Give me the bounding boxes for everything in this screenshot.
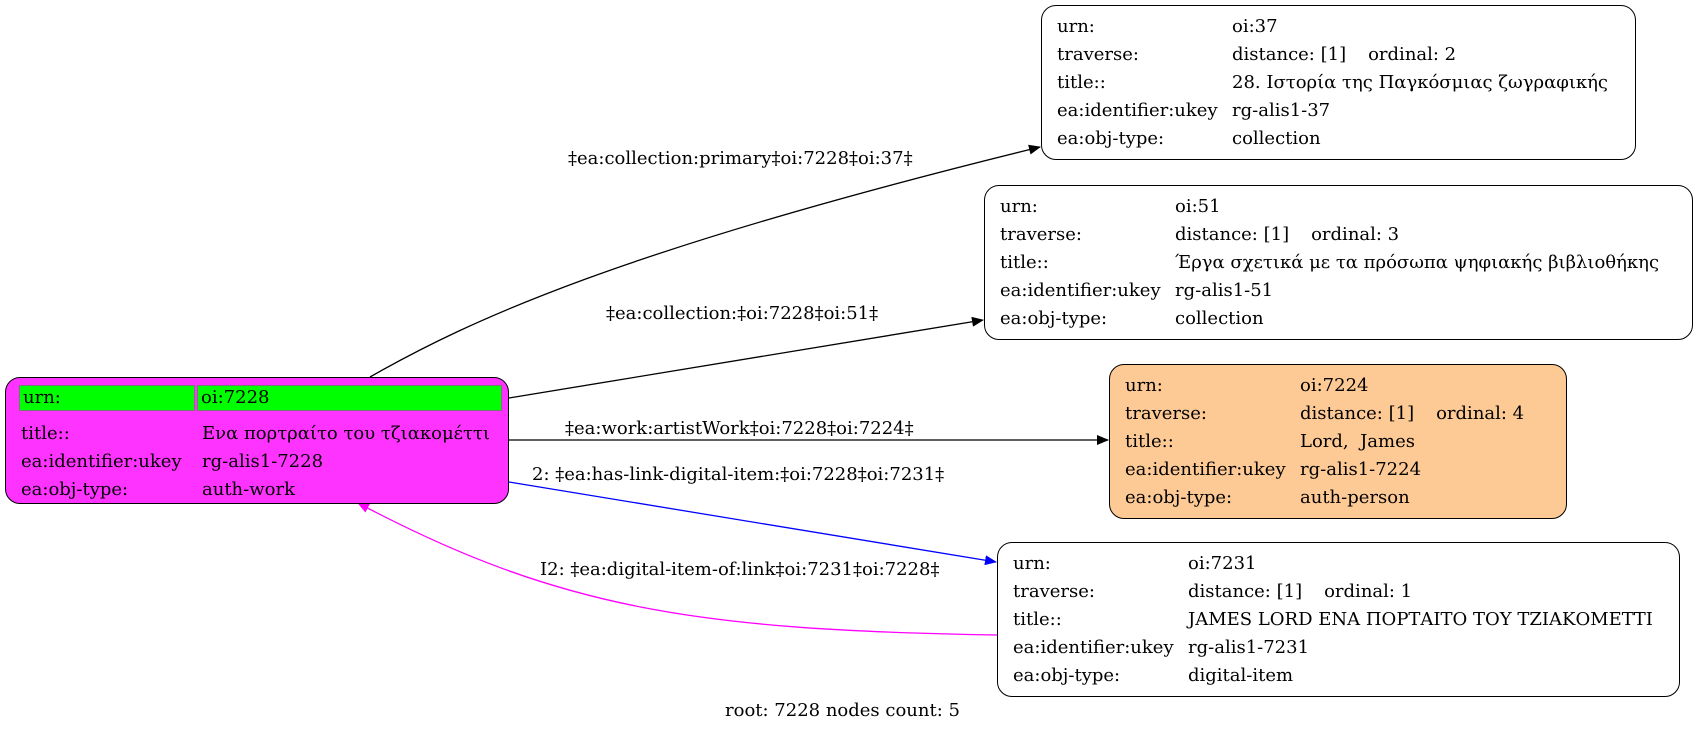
traverse-row: traverse: distance: [1] ordinal: 3 xyxy=(985,221,1692,249)
edge-7231-to-root xyxy=(357,502,998,636)
obj-type-value: auth-person xyxy=(1300,487,1410,508)
root-urn-key: urn: xyxy=(23,387,61,408)
urn-key: urn: xyxy=(1013,553,1051,574)
urn-value: oi:7231 xyxy=(1188,553,1257,574)
urn-row: urn: oi:37 xyxy=(1042,13,1635,41)
root-urn-value-cell: oi:7228 xyxy=(197,385,502,411)
root-obj-type-key: ea:obj-type: xyxy=(21,479,129,500)
traverse-row: traverse: distance: [1] ordinal: 4 xyxy=(1110,400,1566,428)
ukey-key: ea:identifier:ukey xyxy=(1013,637,1174,658)
graph-footer: root: 7228 nodes count: 5 xyxy=(725,700,960,721)
traverse-row: traverse: distance: [1] ordinal: 1 xyxy=(998,578,1679,606)
title-value: 28. Ιστορία της Παγκόσμιας ζωγραφικής xyxy=(1232,72,1609,93)
edge-root-to-37 xyxy=(369,144,1041,378)
node-oi-51[interactable]: urn: oi:51 traverse: distance: [1] ordinal:… xyxy=(984,185,1693,340)
ukey-value: rg-alis1-37 xyxy=(1232,100,1331,121)
traverse-value: distance: [1] ordinal: 2 xyxy=(1232,41,1456,69)
edge-label-collection: ‡ea:collection:‡oi:7228‡oi:51‡ xyxy=(606,303,879,324)
traverse-ordinal: ordinal: 1 xyxy=(1324,581,1413,602)
title-key: title:: xyxy=(1013,609,1062,630)
obj-type-row: ea:obj-type: auth-person xyxy=(1110,484,1566,512)
ukey-key: ea:identifier:ukey xyxy=(1125,459,1286,480)
title-key: title:: xyxy=(1000,252,1049,273)
title-value: Lord, James xyxy=(1300,431,1415,452)
root-urn-value: oi:7228 xyxy=(201,387,270,408)
traverse-value: distance: [1] ordinal: 1 xyxy=(1188,578,1412,606)
traverse-distance: distance: [1] xyxy=(1300,403,1415,424)
edge-root-to-7231 xyxy=(508,481,997,566)
urn-value: oi:51 xyxy=(1175,196,1221,217)
root-ukey-row: ea:identifier:ukey rg-alis1-7228 xyxy=(6,448,508,476)
traverse-ordinal: ordinal: 2 xyxy=(1368,44,1457,65)
traverse-key: traverse: xyxy=(1057,44,1139,65)
traverse-value: distance: [1] ordinal: 4 xyxy=(1300,400,1524,428)
edge-label-digital-item-of: I2: ‡ea:digital-item-of:link‡oi:7231‡oi:… xyxy=(540,559,940,580)
urn-key: urn: xyxy=(1000,196,1038,217)
root-ukey-key: ea:identifier:ukey xyxy=(21,451,182,472)
traverse-distance: distance: [1] xyxy=(1188,581,1303,602)
title-row: title::28. Ιστορία της Παγκόσμιας ζωγραφ… xyxy=(1042,69,1635,97)
ukey-value: rg-alis1-7224 xyxy=(1300,459,1422,480)
urn-key: urn: xyxy=(1125,375,1163,396)
ukey-row: ea:identifier:ukey rg-alis1-37 xyxy=(1042,97,1635,125)
obj-type-value: digital-item xyxy=(1188,665,1294,686)
title-row: title::Έργα σχετικά με τα πρόσωπα ψηφιακ… xyxy=(985,249,1692,277)
traverse-row: traverse: distance: [1] ordinal: 2 xyxy=(1042,41,1635,69)
title-key: title:: xyxy=(1125,431,1174,452)
root-obj-type-value: auth-work xyxy=(202,479,295,500)
traverse-distance: distance: [1] xyxy=(1232,44,1347,65)
obj-type-row: ea:obj-type: collection xyxy=(985,305,1692,333)
urn-row: urn: oi:51 xyxy=(985,193,1692,221)
obj-type-value: collection xyxy=(1175,308,1264,329)
node-oi-7224[interactable]: urn: oi:7224 traverse: distance: [1] ordina… xyxy=(1109,364,1567,519)
obj-type-value: collection xyxy=(1232,128,1321,149)
ukey-row: ea:identifier:ukey rg-alis1-7231 xyxy=(998,634,1679,662)
obj-type-key: ea:obj-type: xyxy=(1000,308,1108,329)
ukey-key: ea:identifier:ukey xyxy=(1000,280,1161,301)
root-obj-type-row: ea:obj-type: auth-work xyxy=(6,476,508,504)
obj-type-row: ea:obj-type: digital-item xyxy=(998,662,1679,690)
title-row: title::JAMES LORD ΕΝΑ ΠΟΡΤΑΙΤΟ ΤΟΥ ΤΖΙΑΚ… xyxy=(998,606,1679,634)
edge-label-collection-primary: ‡ea:collection:primary‡oi:7228‡oi:37‡ xyxy=(568,148,913,169)
obj-type-key: ea:obj-type: xyxy=(1125,487,1233,508)
traverse-key: traverse: xyxy=(1013,581,1095,602)
urn-row: urn: oi:7224 xyxy=(1110,372,1566,400)
node-oi-37[interactable]: urn: oi:37 traverse: distance: [1] ordinal:… xyxy=(1041,5,1636,160)
urn-key: urn: xyxy=(1057,16,1095,37)
ukey-row: ea:identifier:ukey rg-alis1-7224 xyxy=(1110,456,1566,484)
title-key: title:: xyxy=(1057,72,1106,93)
root-ukey-value: rg-alis1-7228 xyxy=(202,451,324,472)
edge-label-artist-work: ‡ea:work:artistWork‡oi:7228‡oi:7224‡ xyxy=(565,418,914,439)
root-urn-row: urn: oi:7228 xyxy=(19,385,502,411)
urn-value: oi:7224 xyxy=(1300,375,1369,396)
urn-value: oi:37 xyxy=(1232,16,1278,37)
edge-root-to-51 xyxy=(508,316,984,399)
traverse-distance: distance: [1] xyxy=(1175,224,1290,245)
root-title-key: title:: xyxy=(21,423,70,444)
obj-type-key: ea:obj-type: xyxy=(1013,665,1121,686)
obj-type-key: ea:obj-type: xyxy=(1057,128,1165,149)
traverse-value: distance: [1] ordinal: 3 xyxy=(1175,221,1399,249)
root-title-value: Ενα πορτραίτο του τζιακομέττι xyxy=(202,423,490,444)
obj-type-row: ea:obj-type: collection xyxy=(1042,125,1635,153)
title-value: JAMES LORD ΕΝΑ ΠΟΡΤΑΙΤΟ ΤΟΥ ΤΖΙΑΚΟΜΕΤΤΙ xyxy=(1188,609,1653,630)
traverse-ordinal: ordinal: 3 xyxy=(1311,224,1400,245)
ukey-key: ea:identifier:ukey xyxy=(1057,100,1218,121)
edge-label-has-link-digital-item: 2: ‡ea:has-link-digital-item:‡oi:7228‡oi… xyxy=(532,464,945,485)
traverse-ordinal: ordinal: 4 xyxy=(1436,403,1525,424)
urn-row: urn: oi:7231 xyxy=(998,550,1679,578)
traverse-key: traverse: xyxy=(1000,224,1082,245)
traverse-key: traverse: xyxy=(1125,403,1207,424)
title-row: title::Lord, James xyxy=(1110,428,1566,456)
root-title-row: title:: Ενα πορτραίτο του τζιακομέττι xyxy=(6,420,508,448)
ukey-value: rg-alis1-7231 xyxy=(1188,637,1310,658)
ukey-row: ea:identifier:ukey rg-alis1-51 xyxy=(985,277,1692,305)
root-node[interactable]: urn: oi:7228 title:: Ενα πορτραίτο του τ… xyxy=(5,377,509,504)
root-urn-key-cell: urn: xyxy=(19,385,195,411)
ukey-value: rg-alis1-51 xyxy=(1175,280,1274,301)
node-oi-7231[interactable]: urn: oi:7231 traverse: distance: [1] ordina… xyxy=(997,542,1680,697)
title-value: Έργα σχετικά με τα πρόσωπα ψηφιακής βιβλ… xyxy=(1175,252,1660,273)
